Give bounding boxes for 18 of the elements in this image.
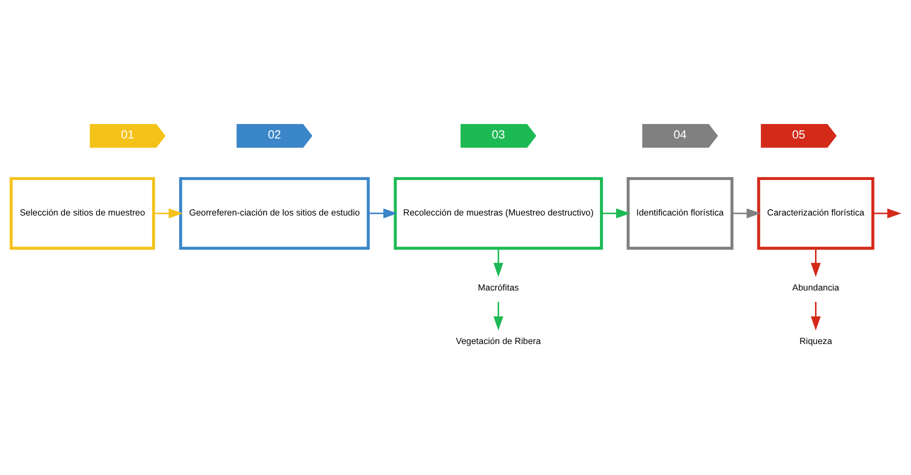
node-box: Recolección de muestras (Muestreo destructivo) (394, 177, 603, 250)
arrow (493, 248, 504, 277)
node-box: Caracterización florística (757, 177, 874, 250)
node-text: Vegetación de Ribera (456, 336, 541, 346)
arrow (154, 208, 183, 218)
node-text: Macrófitas (478, 282, 519, 293)
arrow (810, 302, 821, 331)
arrow (493, 302, 504, 331)
node-box: Georreferen-ciación de los sitios de estudio (179, 177, 370, 250)
node-text: Riqueza (799, 336, 832, 346)
node-box: Selección de sitios de muestreo (10, 177, 156, 250)
arrow (602, 208, 630, 218)
arrow (810, 248, 821, 277)
node-box: Identificación florística (626, 177, 734, 250)
arrow (732, 208, 761, 218)
node-text: Abundancia (792, 282, 840, 293)
arrow (368, 208, 398, 218)
arrow (873, 208, 902, 218)
